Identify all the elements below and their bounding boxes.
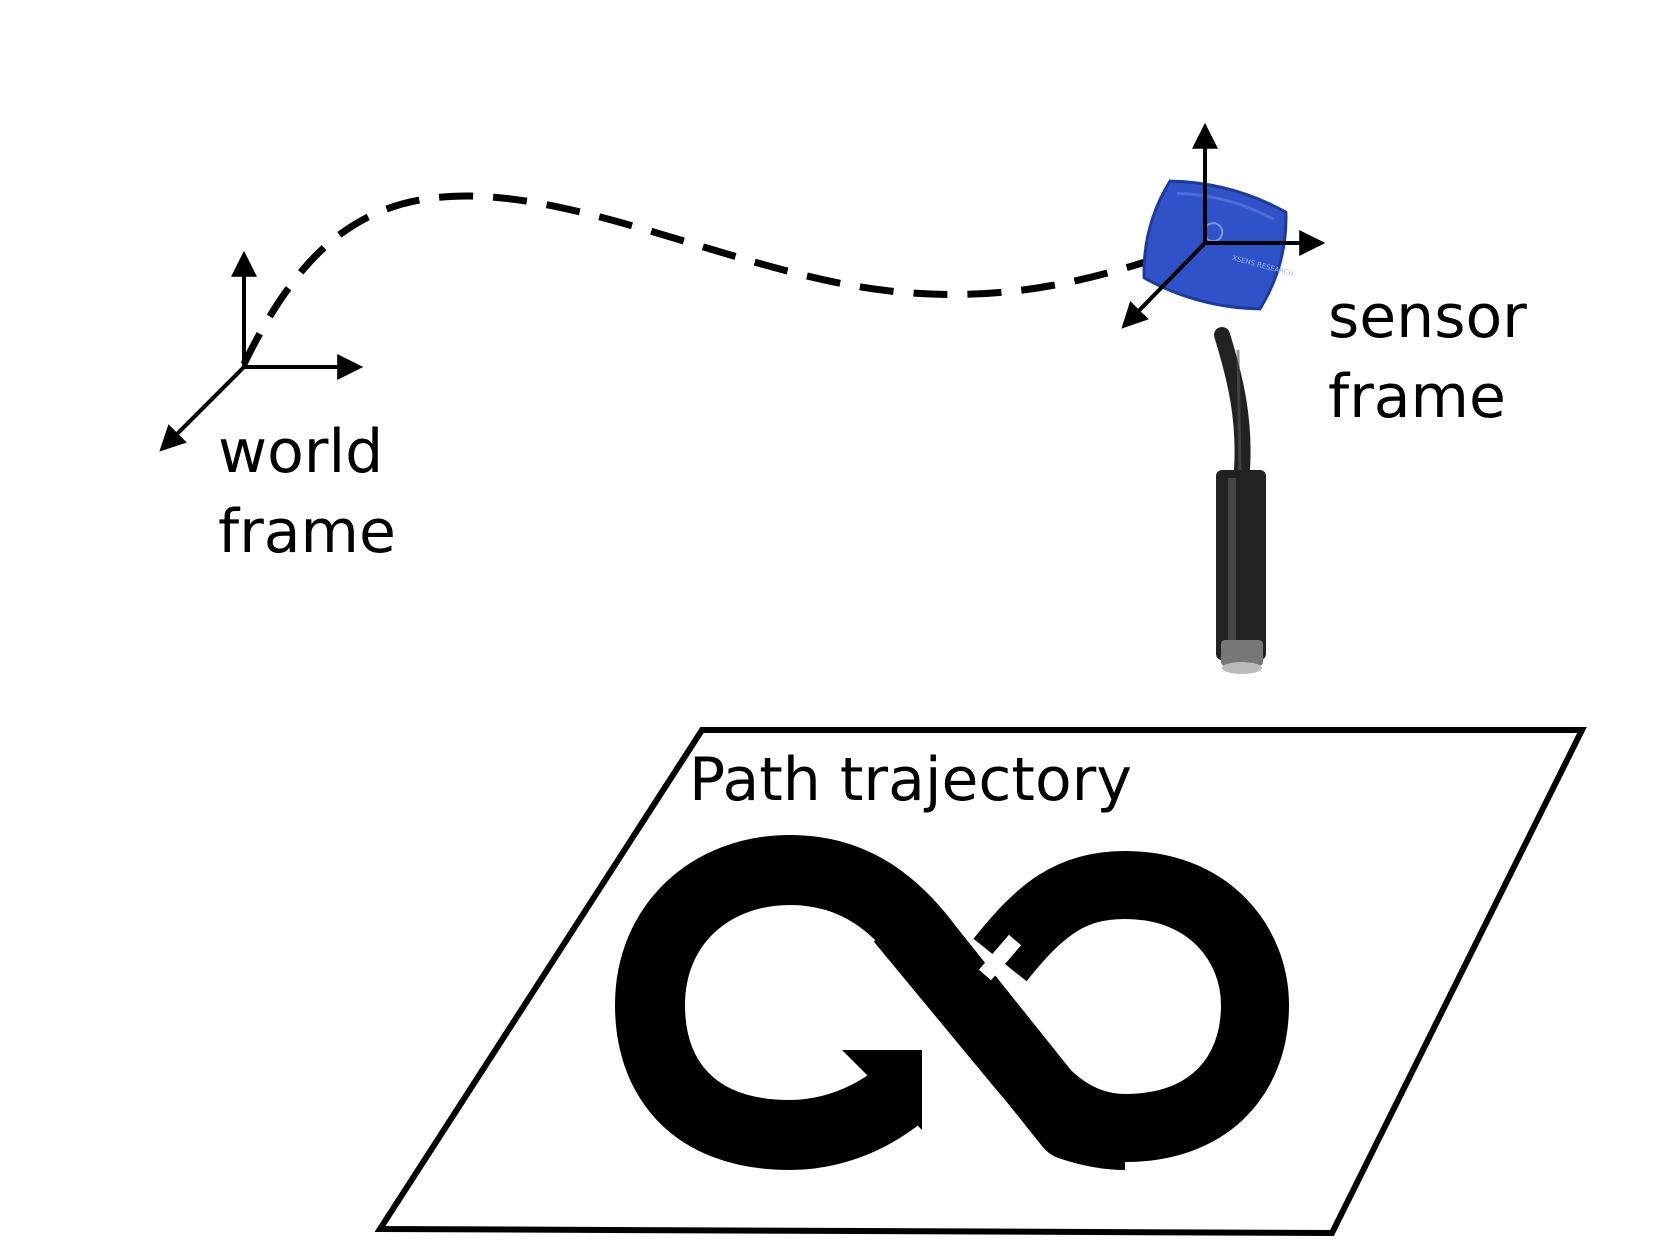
sensor-axes-icon: [1121, 122, 1326, 329]
dashed-trajectory-curve: [240, 192, 1207, 366]
sensor-frame-label-line2: frame: [1328, 362, 1506, 432]
world-axes-icon: [159, 250, 364, 452]
sensor-frame-label: sensor frame: [1328, 277, 1527, 437]
world-frame-label-line2: frame: [218, 497, 396, 567]
sensor-frame-label-line1: sensor: [1328, 282, 1527, 352]
world-frame-label-line1: world: [218, 417, 384, 487]
world-frame-label: world frame: [218, 412, 396, 572]
path-trajectory-label: Path trajectory: [689, 745, 1132, 815]
infinity-loop-arrow-icon: [615, 835, 1289, 1170]
sensor-device: XSENS RESEARCH: [1142, 179, 1294, 311]
probe-camera: [1214, 327, 1266, 674]
ground-plane: [374, 727, 1587, 1237]
